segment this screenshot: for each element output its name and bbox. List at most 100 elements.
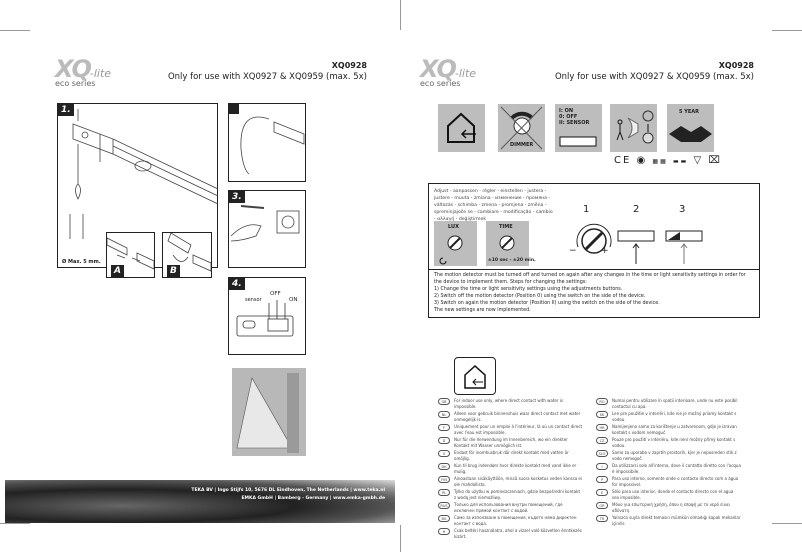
language-code: RUS xyxy=(438,502,450,509)
warning-item: P Para uso interno, somente onde o contac… xyxy=(596,476,741,487)
warning-text: Pouze pro použití v interiéru, kde není … xyxy=(612,437,736,448)
language-code: HR xyxy=(596,424,608,431)
language-code: SK xyxy=(596,411,608,418)
warning-text: Namijenjeno samo za korištenje u zatvore… xyxy=(612,424,737,435)
step-3-panel: 3. xyxy=(228,190,306,268)
page-divider xyxy=(400,0,401,30)
no-dimmer-icon xyxy=(500,106,543,150)
warning-text: Yalnızca suyla direkt temasın mümkün olm… xyxy=(612,515,741,526)
page-header: XQ0928 Only for use with XQ0927 & XQ0959… xyxy=(168,60,367,83)
warning-text: Para uso interno, somente onde o contact… xyxy=(612,476,739,487)
crop-mark xyxy=(0,30,30,31)
brand-logo: XQ-lite eco series xyxy=(420,55,477,88)
warning-text: Tylko do użytku w pomieszczeniach, gdzie… xyxy=(454,489,581,500)
lux-control[interactable]: LUX xyxy=(434,221,477,266)
warranty-tile: 5 YEAR xyxy=(667,104,714,152)
switch-modes-tile: I: ON 0: OFF II: SENSOR xyxy=(555,104,602,152)
language-code: GR xyxy=(596,502,608,509)
divider xyxy=(429,269,759,270)
language-code: NL xyxy=(438,411,450,418)
step-2-panel xyxy=(228,103,306,182)
footer-band: TEKA BV | Ingo Stijfs 10, 5676 DL Eindho… xyxy=(5,480,395,523)
house-indoor-icon xyxy=(447,112,476,143)
language-code: FIN xyxy=(438,476,450,483)
language-code: RO xyxy=(596,398,608,405)
warning-item: RUS Только для использования внутри помещ… xyxy=(438,502,583,513)
time-dial-icon xyxy=(499,235,515,251)
step-4-panel: 4. sensor OFF ON xyxy=(228,277,306,355)
model-number: XQ0928 xyxy=(331,61,367,70)
warning-item: CZ Pouze pro použití v interiéru, kde nen… xyxy=(596,437,741,448)
time-control[interactable]: TIME ±10 sec - ±20 min. xyxy=(486,221,536,266)
warning-text: Len pre použitie v interiéri, kde nie je… xyxy=(612,411,737,422)
language-code: I xyxy=(596,463,608,470)
warning-item: F Uniquement pour un emploi à l'intérieur… xyxy=(438,424,583,435)
drill-size-note: Ø Max. 5 mm. xyxy=(62,259,101,265)
energy-label-icon: ▦▦ xyxy=(652,158,668,165)
adjust-dial-icon xyxy=(576,223,612,254)
weee-bin-icon: ⌧ xyxy=(708,155,722,166)
warning-item: NL Alleen voor gebruik binnenshuis waar d… xyxy=(438,411,583,422)
warning-item: I Da utilizzarsi solo all'interno, dove i… xyxy=(596,463,741,474)
warning-text: Μόνο για εσωτερική χρήση, όπου η επαφή μ… xyxy=(612,502,730,513)
crop-mark xyxy=(0,523,30,524)
lux-dial-icon xyxy=(439,235,463,265)
sensor-range-illustration xyxy=(232,368,306,456)
settings-instructions: The motion detector must be turned off a… xyxy=(434,273,746,313)
language-code: S xyxy=(438,450,450,457)
crop-mark xyxy=(772,30,802,31)
compatibility-note: Only for use with XQ0927 & XQ0959 (max. … xyxy=(167,72,367,82)
language-code: CZ xyxy=(596,437,608,444)
language-code: TR xyxy=(596,515,608,522)
warning-text: Endast för inomhusbruk där direkt kontak… xyxy=(454,450,569,461)
compatibility-note: Only for use with XQ0927 & XQ0959 (max. … xyxy=(554,72,754,82)
language-code: F xyxy=(438,424,450,431)
sensor-range-photo xyxy=(232,368,306,456)
connector-illustration xyxy=(167,233,211,272)
language-code: H xyxy=(438,528,450,535)
warning-text: Ainoastaan sisäkäyttöön, missä suora kos… xyxy=(454,476,583,487)
model-number: XQ0928 xyxy=(718,61,754,70)
warning-item: TR Yalnızca suyla direkt temasın mümkün o… xyxy=(596,515,741,526)
indoor-use-badge xyxy=(454,357,496,395)
warning-item: GR Μόνο για εσωτερική χρήση, όπου η επαφή… xyxy=(596,502,741,513)
house-indoor-icon xyxy=(464,364,486,389)
warning-text: Только для использования внутри помещени… xyxy=(454,502,563,513)
warning-text: Uniquement pour un emploi à l'intérieur,… xyxy=(454,424,583,435)
certification-marks: CE ◉ ▦▦ ▬▬ ▽ ⌧ xyxy=(614,155,722,166)
warning-text: Nur für die Verwendung im Innenbereich, … xyxy=(454,437,568,448)
ip-rating-icon: ▬▬ xyxy=(672,158,689,165)
rocker-switch-icon xyxy=(559,136,597,147)
motion-sensor-tile xyxy=(610,104,657,152)
page-header: XQ0928 Only for use with XQ0927 & XQ0959… xyxy=(555,60,754,83)
adjust-multilingual-label: Adjust - aanpassen - régler - einstellen… xyxy=(434,189,553,222)
language-code: SLO xyxy=(596,450,608,457)
switch-position-ii-icon xyxy=(665,230,703,264)
warning-text: Alleen voor gebruik binnenshuis waar dir… xyxy=(454,411,581,422)
warning-text: Sólo para uso interior, donde el contact… xyxy=(612,489,734,500)
warning-item: HR Namijenjeno samo za korištenje u zatvo… xyxy=(596,424,741,435)
adjust-panel: Adjust - aanpassen - régler - einstellen… xyxy=(428,183,760,318)
language-code: PL xyxy=(438,489,450,496)
mounting-illustration xyxy=(69,109,218,239)
warning-item: FIN Ainoastaan sisäkäyttöön, missä suora … xyxy=(438,476,583,487)
brand-logo: XQ-lite eco series xyxy=(55,55,112,88)
warning-text: Kun til brug indendørs hvor direkte kont… xyxy=(454,463,577,474)
warning-text: Само за използване в помещения, където н… xyxy=(454,515,577,526)
crop-mark xyxy=(772,523,802,524)
handshake-icon xyxy=(669,126,712,142)
language-code: P xyxy=(596,476,608,483)
ce-mark-icon: CE xyxy=(614,155,632,166)
connector-illustration xyxy=(107,237,154,270)
warning-text: Da utilizzarsi solo all'interno, dove il… xyxy=(612,463,741,474)
motion-sensor-icon xyxy=(616,110,654,144)
page-divider xyxy=(400,525,401,552)
warning-item: H Csak beltéri használatra, ahol a vízzel… xyxy=(438,528,583,539)
warning-item: PL Tylko do użytku w pomieszczeniach, gdz… xyxy=(438,489,583,500)
warning-text: Csak beltéri használatra, ahol a vízzel … xyxy=(454,528,582,539)
